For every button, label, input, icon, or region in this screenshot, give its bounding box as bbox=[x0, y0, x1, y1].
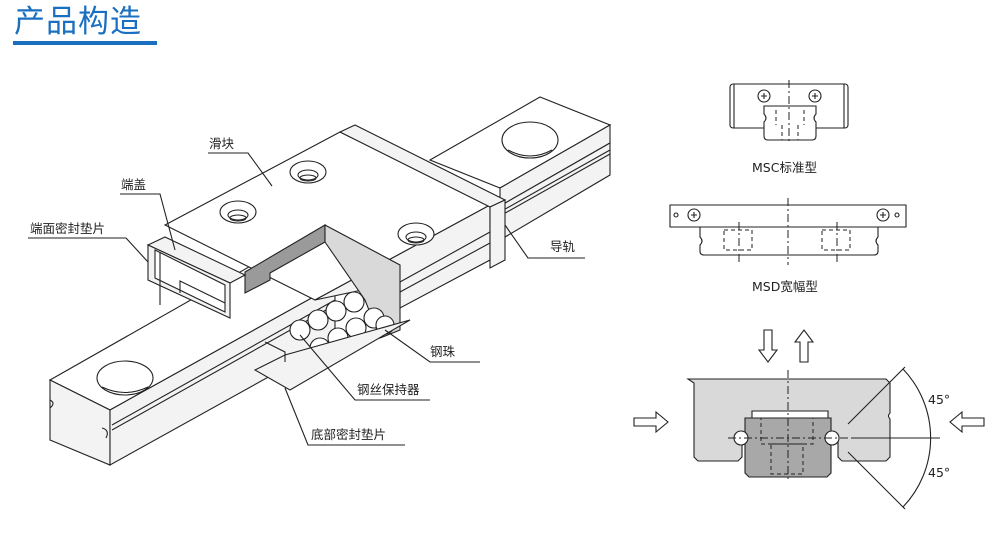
rail bbox=[48, 96, 612, 466]
arrow-right-icon bbox=[633, 410, 669, 434]
callout-bottom-seal: 底部密封垫片 bbox=[311, 427, 386, 442]
msc-standard-view bbox=[729, 80, 849, 142]
page-title: 产品构造 bbox=[14, 4, 142, 40]
callout-end-seal: 端面密封垫片 bbox=[30, 221, 105, 236]
caption-msd-wide: MSD宽幅型 bbox=[752, 279, 818, 294]
bottom-seal bbox=[253, 319, 411, 391]
caption-msc-standard: MSC标准型 bbox=[752, 160, 817, 175]
arrow-up-icon bbox=[793, 329, 815, 363]
callout-steel-ball: 钢珠 bbox=[430, 344, 456, 359]
rail-mount-hole bbox=[96, 360, 154, 396]
angle-label-lower: 45° bbox=[928, 465, 950, 480]
rail-mount-hole bbox=[501, 121, 559, 159]
arrow-down-icon bbox=[757, 329, 779, 363]
callout-wire-retainer: 钢丝保持器 bbox=[357, 382, 420, 397]
callout-end-cap: 端盖 bbox=[121, 177, 146, 192]
load-direction-diagram bbox=[633, 329, 985, 510]
msd-wide-view bbox=[669, 198, 907, 265]
slider-block bbox=[146, 124, 507, 339]
arrow-left-icon bbox=[949, 410, 985, 434]
callout-leaders bbox=[28, 152, 585, 446]
wire-retainer bbox=[264, 341, 286, 362]
callout-slider: 滑块 bbox=[209, 136, 235, 151]
title-underline bbox=[13, 41, 157, 45]
angle-label-upper: 45° bbox=[928, 392, 950, 407]
linear-guide-assembly bbox=[48, 96, 612, 466]
callout-rail: 导轨 bbox=[550, 239, 576, 254]
